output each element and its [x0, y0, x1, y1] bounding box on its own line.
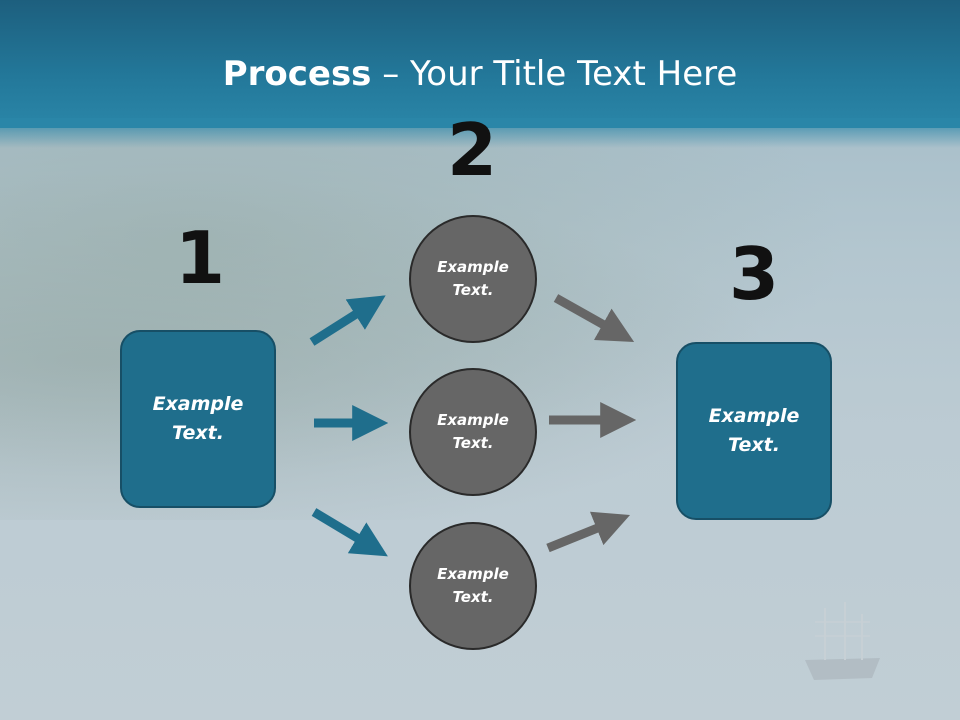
title-bar-fade: [0, 118, 960, 148]
step-1-text: Example Text.: [152, 393, 244, 444]
slide-title: Process – Your Title Text Here: [0, 52, 960, 96]
title-bar: [0, 0, 960, 128]
circle-middle-text: Example Text.: [437, 411, 509, 452]
arrow-blue-down: [311, 508, 388, 557]
arrow-blue-up: [309, 295, 386, 346]
step-2-circle-middle: Example Text.: [409, 368, 537, 496]
ship-icon: [805, 602, 880, 680]
step-number-3: 3: [728, 232, 780, 316]
step-number-2: 2: [446, 108, 498, 192]
step-number-1: 1: [174, 216, 226, 300]
title-bold: Process: [222, 54, 372, 94]
step-1-box: Example Text.: [120, 330, 276, 508]
circle-bottom-text: Example Text.: [437, 565, 509, 606]
step-3-box: Example Text.: [676, 342, 832, 520]
step-3-text: Example Text.: [708, 405, 800, 456]
arrow-gray-up: [546, 511, 631, 553]
step-2-circle-bottom: Example Text.: [409, 522, 537, 650]
title-rest: – Your Title Text Here: [371, 54, 738, 94]
circle-top-text: Example Text.: [437, 258, 509, 299]
arrow-gray-down: [553, 294, 635, 342]
step-2-circle-top: Example Text.: [409, 215, 537, 343]
